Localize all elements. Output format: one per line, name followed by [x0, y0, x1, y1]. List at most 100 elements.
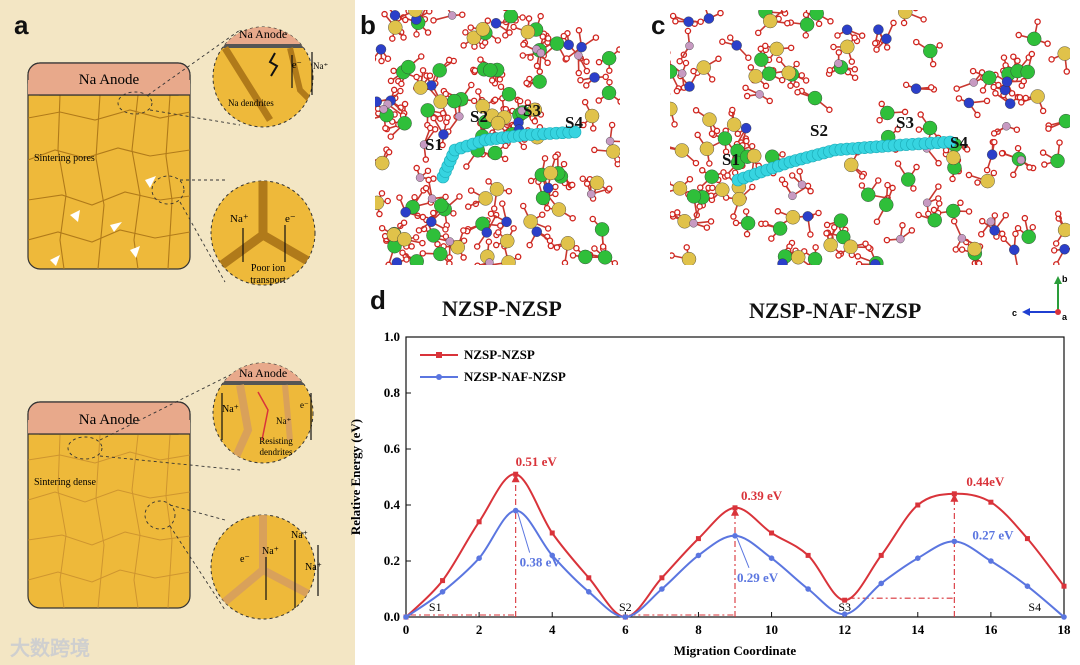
oxygen-atom	[424, 29, 432, 36]
zoom3-electron-label: e⁻	[300, 400, 309, 410]
x-tick-label: 14	[911, 622, 925, 637]
oxygen-atom	[707, 218, 715, 225]
panel-label-a: a	[14, 10, 29, 40]
oxygen-atom	[699, 167, 706, 174]
atom	[445, 237, 455, 246]
atom	[879, 197, 894, 212]
oxygen-atom	[430, 17, 437, 24]
oxygen-atom	[501, 155, 509, 163]
oxygen-atom	[398, 80, 405, 88]
oxygen-atom	[823, 230, 830, 237]
oxygen-atom	[444, 114, 451, 121]
atom	[678, 69, 687, 78]
oxygen-atom	[851, 74, 859, 81]
oxygen-atom	[492, 241, 500, 249]
atom	[532, 74, 547, 89]
oxygen-atom	[965, 171, 973, 179]
atom	[967, 241, 982, 257]
oxygen-atom	[467, 187, 475, 194]
atom	[702, 112, 717, 127]
data-point	[951, 538, 958, 545]
oxygen-atom	[991, 212, 999, 219]
oxygen-atom	[536, 68, 544, 75]
atom	[391, 257, 403, 265]
site-label: S4	[950, 133, 968, 152]
oxygen-atom	[422, 184, 430, 192]
path-sphere	[568, 125, 582, 139]
oxygen-atom	[575, 69, 582, 77]
oxygen-atom	[696, 203, 703, 210]
oxygen-atom	[617, 98, 620, 105]
oxygen-atom	[506, 29, 513, 36]
oxygen-atom	[974, 179, 981, 186]
oxygen-atom	[1054, 210, 1062, 217]
oxygen-atom	[475, 88, 482, 95]
oxygen-atom	[1018, 99, 1025, 106]
oxygen-atom	[426, 72, 434, 79]
oxygen-atom	[957, 199, 964, 207]
oxygen-atom	[876, 116, 883, 124]
oxygen-atom	[464, 203, 472, 210]
peak-arrowhead	[731, 507, 739, 516]
oxygen-atom	[998, 230, 1006, 238]
zoom1-dendrites-label: Na dendrites	[228, 98, 274, 108]
barrier-annotation: 0.27 eV	[972, 527, 1014, 542]
oxygen-atom	[537, 12, 544, 20]
atom	[483, 62, 498, 78]
oxygen-atom	[826, 66, 834, 74]
oxygen-atom	[552, 183, 559, 191]
x-tick-label: 16	[984, 622, 998, 637]
atom	[1009, 244, 1020, 255]
site-label: S2	[810, 121, 828, 140]
y-tick-label: 0.8	[384, 385, 401, 400]
atom	[536, 48, 546, 58]
atom	[1057, 222, 1070, 238]
atom	[1059, 244, 1070, 255]
oxygen-atom	[608, 121, 616, 129]
atom	[531, 226, 542, 237]
oxygen-atom	[389, 35, 396, 42]
oxygen-atom	[804, 182, 812, 190]
atom	[685, 41, 694, 51]
oxygen-atom	[430, 114, 437, 122]
atom	[761, 66, 777, 81]
oxygen-atom	[871, 40, 879, 47]
oxygen-atom	[912, 10, 919, 12]
oxygen-atom	[544, 225, 552, 232]
oxygen-atom	[708, 76, 716, 83]
oxygen-atom	[963, 146, 971, 153]
oxygen-atom	[754, 29, 762, 37]
atom	[1016, 155, 1026, 165]
axis-b-label: b	[1062, 274, 1068, 284]
series-lines	[403, 471, 1067, 620]
oxygen-atom	[854, 253, 862, 260]
atom	[755, 90, 764, 99]
oxygen-atom	[605, 185, 613, 192]
oxygen-atom	[1048, 56, 1055, 63]
zoom3-anode-label: Na Anode	[239, 366, 287, 380]
oxygen-atom	[992, 90, 999, 97]
oxygen-atom	[488, 77, 496, 84]
atom	[551, 202, 567, 217]
oxygen-atom	[460, 227, 467, 234]
oxygen-atom	[382, 124, 389, 132]
zoom1-anode-label: Na Anode	[239, 27, 287, 41]
data-point	[805, 586, 811, 592]
atom	[1030, 89, 1045, 104]
oxygen-atom	[787, 82, 794, 89]
atom	[834, 59, 843, 68]
oxygen-atom	[381, 10, 388, 18]
zoom3-na-label: Na⁺	[222, 404, 239, 415]
atom	[501, 255, 516, 265]
barrier-annotation: 0.51 eV	[516, 454, 558, 469]
data-point	[695, 552, 702, 559]
atom	[466, 30, 482, 46]
oxygen-atom	[762, 42, 769, 50]
oxygen-atom	[925, 210, 932, 218]
oxygen-atom	[415, 227, 423, 234]
atom	[799, 17, 815, 32]
atom	[375, 96, 382, 107]
oxygen-atom	[709, 184, 716, 192]
oxygen-atom	[930, 206, 938, 214]
oxygen-atom	[494, 37, 502, 44]
